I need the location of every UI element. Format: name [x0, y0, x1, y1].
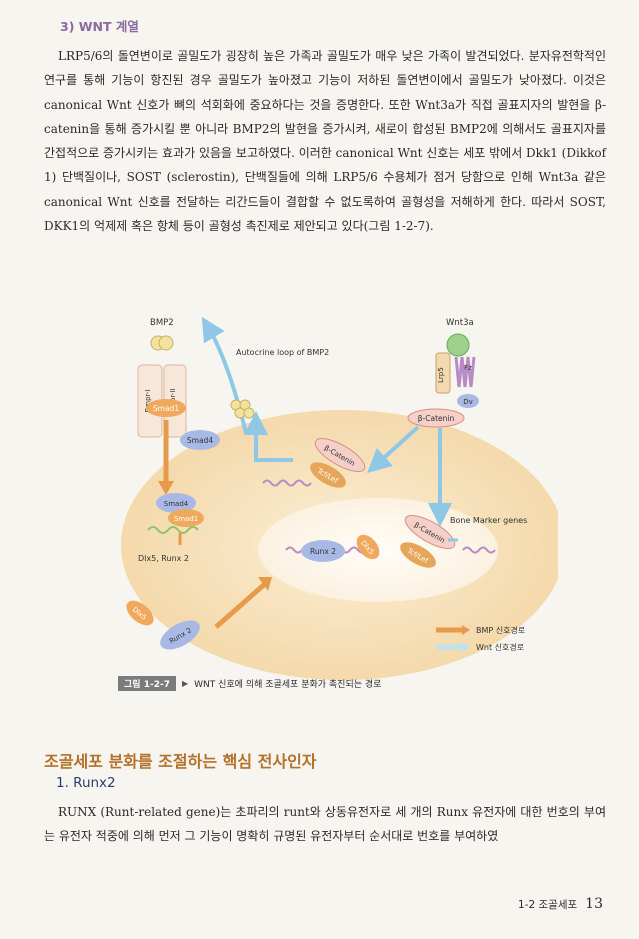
smad1-nuc-label: Smad1: [174, 515, 198, 523]
dlx5-nuc: [356, 534, 380, 560]
bmp2-secreted: [230, 399, 255, 419]
figure-caption-text: WNT 신호에 의해 조골세포 분화가 촉진되는 경로: [194, 680, 382, 690]
fz-receptor: [454, 356, 476, 388]
dv-label: Dv: [463, 398, 473, 406]
wnt3a-label: Wnt3a: [446, 318, 474, 328]
figure-number: 그림 1-2-7: [118, 676, 176, 691]
smad1-label: Smad1: [153, 404, 179, 413]
wnt-arrow-1: [367, 425, 420, 474]
bmpr1-label: Bmpr-I: [144, 389, 152, 412]
figure-caption: 그림 1-2-7 ▶ WNT 신호에 의해 조골세포 분화가 촉진되는 경로: [118, 676, 381, 691]
autocrine-label: Autocrine loop of BMP2: [236, 348, 329, 357]
dna-bone-marker: [462, 546, 496, 554]
page-number: 13: [585, 896, 603, 912]
smad1-complex: [168, 509, 204, 527]
runx2-arrow: [214, 581, 268, 629]
runx2-nuc: [301, 540, 345, 562]
page-footer: 1-2 조골세포 13: [518, 896, 603, 912]
beta-catenin-cyto-label: β-Catenin: [418, 414, 455, 423]
fz-label: Fz: [464, 364, 472, 372]
beta-catenin-cyto: [407, 408, 465, 428]
smad1-protein: [146, 399, 186, 417]
smad4-label: Smad4: [187, 436, 213, 445]
runx2-out: [160, 620, 200, 650]
smad4-protein: [180, 430, 220, 450]
bmp2-secretion-arrow: [244, 411, 293, 462]
legend-bmp-label: BMP 신호경로: [476, 625, 525, 635]
subsection-heading: 3) WNT 계열: [60, 19, 139, 34]
dlx5-out: [126, 600, 154, 626]
dlx5-runx2-label: Dlx5, Runx 2: [138, 554, 189, 563]
smad4-complex: [156, 493, 196, 513]
bmp2-label: BMP2: [150, 318, 174, 328]
figure-diagram: Bmpr-I Bmpr-II BMP2 Autocrine loop of BM…: [118, 305, 565, 700]
runx2-nuc-label: Runx 2: [310, 547, 336, 556]
chapter-label: 1-2 조골세포: [518, 899, 578, 911]
beta-catenin-nuc: [404, 515, 456, 549]
dna-bmp: [147, 526, 199, 534]
subsection-title: 1. Runx2: [56, 775, 116, 791]
tcf-top: [310, 462, 346, 488]
legend-wnt-label: Wnt 신호경로: [476, 642, 524, 652]
tcf-nuc: [400, 542, 436, 568]
body-paragraph-runx2: RUNX (Runt-related gene)는 초파리의 runt와 상동유…: [44, 805, 606, 844]
legend: BMP 신호경로 Wnt 신호경로: [436, 625, 525, 652]
lrp5-receptor: [435, 352, 451, 394]
body-paragraph-wnt: LRP5/6의 돌연변이로 골밀도가 굉장히 높은 가족과 골밀도가 매우 낮은…: [44, 49, 607, 234]
beta-catenin-top: [314, 438, 366, 472]
smad4-nuc-label: Smad4: [164, 500, 189, 508]
dv-protein: [457, 394, 479, 408]
bmp2-ligand-2: [158, 335, 174, 351]
section-title: 조골세포 분화를 조절하는 핵심 전사인자: [44, 752, 317, 771]
signaling-diagram-svg: Bmpr-I Bmpr-II BMP2 Autocrine loop of BM…: [121, 316, 565, 680]
bone-marker-label: Bone Marker genes: [450, 516, 527, 525]
caption-arrow-icon: ▶: [181, 679, 189, 688]
lrp5-label: Lrp5: [437, 367, 445, 383]
dna-top: [262, 479, 312, 487]
wnt3a-ligand: [446, 333, 470, 357]
